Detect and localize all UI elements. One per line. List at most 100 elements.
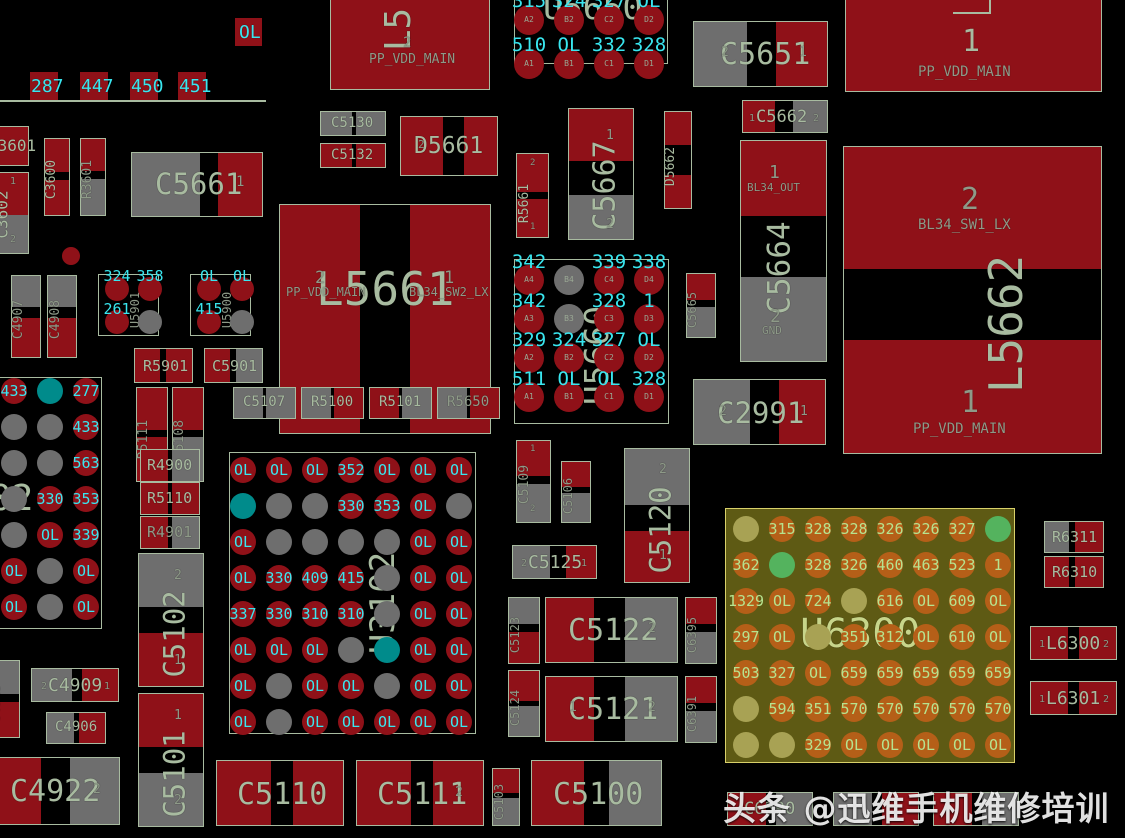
pad-u5650-C2[interactable] bbox=[594, 5, 624, 35]
pad-u3102-r5c4[interactable] bbox=[374, 637, 400, 663]
pad-u_left_partial-r3c0[interactable] bbox=[1, 486, 27, 512]
pad-u3102-r4c5[interactable] bbox=[410, 601, 436, 627]
pad-u3102-r5c5[interactable] bbox=[410, 637, 436, 663]
pad-u3102-r4c1[interactable] bbox=[266, 601, 292, 627]
pad-u_left_partial-r1c1[interactable] bbox=[37, 414, 63, 440]
part-c4925[interactable] bbox=[0, 660, 20, 738]
part-c4909[interactable] bbox=[31, 668, 119, 702]
pad-u6300-r2c4[interactable] bbox=[877, 588, 903, 614]
pad-u6300-r6c2[interactable] bbox=[805, 732, 831, 758]
part-r5650[interactable] bbox=[437, 387, 500, 419]
pad-u5650-B2[interactable] bbox=[554, 5, 584, 35]
pad-u6300-r2c5[interactable] bbox=[913, 588, 939, 614]
part-l6300[interactable] bbox=[1030, 626, 1117, 660]
pad-u6300-r0c6[interactable] bbox=[949, 516, 975, 542]
pad-u_left_partial-r6c2[interactable] bbox=[73, 594, 99, 620]
part-c4907[interactable] bbox=[11, 275, 41, 358]
pad-u_left_partial-r4c1[interactable] bbox=[37, 522, 63, 548]
pad-u5900-r1c1[interactable] bbox=[230, 310, 254, 334]
pad-u3102-r0c6[interactable] bbox=[446, 457, 472, 483]
pad-u6300-r5c4[interactable] bbox=[877, 696, 903, 722]
pad-u6300-r1c5[interactable] bbox=[913, 552, 939, 578]
pad-u6300-r1c0[interactable] bbox=[733, 552, 759, 578]
pad-u5650-C1[interactable] bbox=[594, 49, 624, 79]
testpoint-450[interactable] bbox=[130, 72, 158, 100]
part-c5651[interactable] bbox=[693, 21, 828, 87]
pad-u3102-r1c0[interactable] bbox=[230, 493, 256, 519]
pad-u3102-r4c0[interactable] bbox=[230, 601, 256, 627]
pad-u6300-r6c3[interactable] bbox=[841, 732, 867, 758]
part-c3601[interactable] bbox=[0, 126, 29, 166]
testpoint-447[interactable] bbox=[80, 72, 108, 100]
pad-u5901-r0c1[interactable] bbox=[138, 277, 162, 301]
part-c5664[interactable] bbox=[740, 140, 827, 362]
pad-u_left_partial-r0c2[interactable] bbox=[73, 378, 99, 404]
part-c5102[interactable] bbox=[138, 553, 204, 687]
pad-u3102-r2c2[interactable] bbox=[302, 529, 328, 555]
pad-u_left_partial-r5c0[interactable] bbox=[1, 558, 27, 584]
pad-u6300-r6c7[interactable] bbox=[985, 732, 1011, 758]
part-bottom-extra-2[interactable] bbox=[933, 792, 1019, 826]
pad-u3102-r0c5[interactable] bbox=[410, 457, 436, 483]
pad-u6300-r6c5[interactable] bbox=[913, 732, 939, 758]
testpoint-ol-top[interactable] bbox=[235, 18, 262, 46]
part-r5110[interactable] bbox=[140, 482, 200, 515]
pad-u3102-r3c2[interactable] bbox=[302, 565, 328, 591]
pad-u3102-r4c4[interactable] bbox=[374, 601, 400, 627]
part-r6311[interactable] bbox=[1044, 521, 1104, 553]
pad-u6300-r1c2[interactable] bbox=[805, 552, 831, 578]
pad-u_left_partial-r4c2[interactable] bbox=[73, 522, 99, 548]
pad-u6300-r4c6[interactable] bbox=[949, 660, 975, 686]
pad-u3102-r3c6[interactable] bbox=[446, 565, 472, 591]
pad-u_left_partial-r1c2[interactable] bbox=[73, 414, 99, 440]
part-c4922[interactable] bbox=[0, 757, 120, 825]
pad-u3102-r5c6[interactable] bbox=[446, 637, 472, 663]
pad-u6300-r1c4[interactable] bbox=[877, 552, 903, 578]
pad-u3102-r1c4[interactable] bbox=[374, 493, 400, 519]
pad-u6300-r4c0[interactable] bbox=[733, 660, 759, 686]
pad-u5901-r1c1[interactable] bbox=[138, 310, 162, 334]
pad-u_left_partial-r4c0[interactable] bbox=[1, 522, 27, 548]
pad-u5901-r1c0[interactable] bbox=[105, 310, 129, 334]
pad-u_left_partial-r0c0[interactable] bbox=[1, 378, 27, 404]
part-c5125[interactable] bbox=[512, 545, 597, 579]
pad-u3102-r1c2[interactable] bbox=[302, 493, 328, 519]
pad-u_left_partial-r5c2[interactable] bbox=[73, 558, 99, 584]
part-c5103[interactable] bbox=[492, 768, 520, 826]
pad-u_left_partial-r2c1[interactable] bbox=[37, 450, 63, 476]
pad-u6300-r0c7[interactable] bbox=[985, 516, 1011, 542]
part-c5662[interactable] bbox=[742, 100, 828, 133]
pad-u6300-r5c3[interactable] bbox=[841, 696, 867, 722]
pad-u6300-r1c7[interactable] bbox=[985, 552, 1011, 578]
pad-u3102-r4c2[interactable] bbox=[302, 601, 328, 627]
part-c5107[interactable] bbox=[233, 387, 296, 419]
testpoint-451[interactable] bbox=[178, 72, 206, 100]
ic-left-partial[interactable] bbox=[0, 377, 102, 629]
pad-u6300-r1c3[interactable] bbox=[841, 552, 867, 578]
ic-u5900[interactable] bbox=[190, 274, 251, 336]
testpoint-287[interactable] bbox=[30, 72, 58, 100]
pad-u3102-r1c3[interactable] bbox=[338, 493, 364, 519]
pad-u3102-r3c3[interactable] bbox=[338, 565, 364, 591]
pad-u3102-r4c6[interactable] bbox=[446, 601, 472, 627]
pad-u3102-r0c3[interactable] bbox=[338, 457, 364, 483]
pad-u3102-r7c3[interactable] bbox=[338, 709, 364, 735]
part-l5[interactable] bbox=[330, 0, 490, 90]
part-r6310[interactable] bbox=[1044, 556, 1104, 588]
pad-u5900-r1c0[interactable] bbox=[197, 310, 221, 334]
part-c5130[interactable] bbox=[320, 111, 386, 136]
part-c6390[interactable] bbox=[727, 792, 813, 826]
pad-u6300-r3c2[interactable] bbox=[805, 624, 831, 650]
pad-u6300-r0c3[interactable] bbox=[841, 516, 867, 542]
pad-u3102-r6c2[interactable] bbox=[302, 673, 328, 699]
pad-u3102-r6c3[interactable] bbox=[338, 673, 364, 699]
pad-u5660-B2[interactable] bbox=[554, 343, 584, 373]
pad-u3102-r5c1[interactable] bbox=[266, 637, 292, 663]
pad-u3102-r7c5[interactable] bbox=[410, 709, 436, 735]
pad-u_left_partial-r2c0[interactable] bbox=[1, 450, 27, 476]
pad-u6300-r6c4[interactable] bbox=[877, 732, 903, 758]
part-c5121[interactable] bbox=[545, 676, 678, 742]
pad-u3102-r7c6[interactable] bbox=[446, 709, 472, 735]
pad-u6300-r5c2[interactable] bbox=[805, 696, 831, 722]
